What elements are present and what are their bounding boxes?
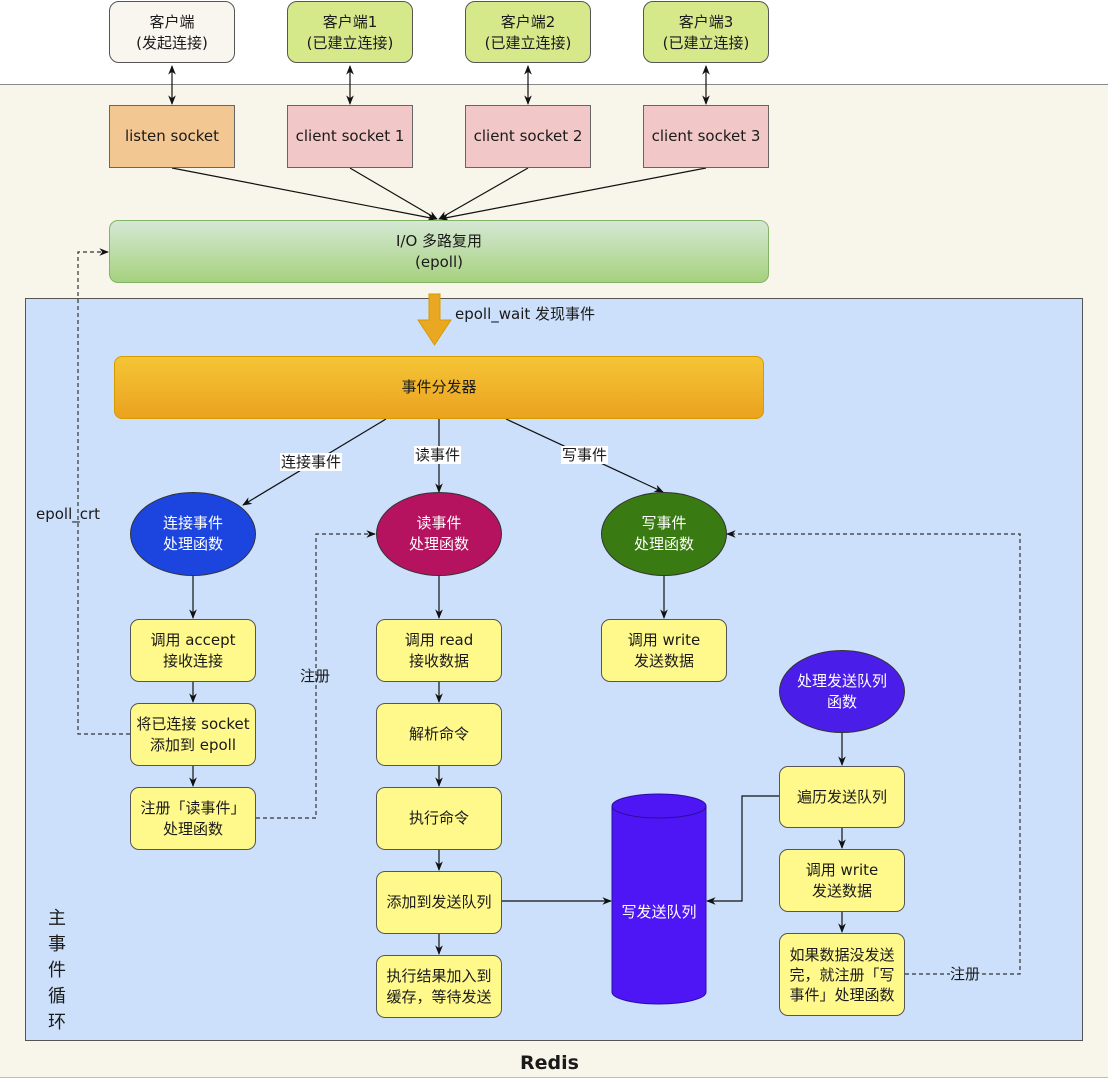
client-label: 客户端3 (678, 13, 734, 31)
client-socket-3: client socket 3 (643, 105, 769, 168)
link-register-read (256, 530, 376, 819)
client-status: (发起连接) (136, 34, 208, 52)
client-2: 客户端2 (已建立连接) (465, 1, 591, 63)
redis-label: Redis (520, 1052, 579, 1074)
step-register-write: 如果数据没发送 完，就注册「写 事件」处理函数 (779, 933, 905, 1016)
queue-store-label: 写发送队列 (621, 903, 697, 921)
client-1: 客户端1 (已建立连接) (287, 1, 413, 63)
edge-label-read-event: 读事件 (414, 446, 462, 464)
client-socket-2: client socket 2 (465, 105, 591, 168)
edge-label-register-write: 注册 (950, 965, 981, 983)
edge-label-epoll-ctl: epoll_crt (36, 505, 101, 523)
step-enqueue: 添加到发送队列 (376, 871, 502, 934)
link-sock1-epoll (349, 167, 438, 220)
link-sock3-epoll (439, 167, 707, 222)
step-queue-write: 调用 write 发送数据 (779, 849, 905, 912)
step-traverse-queue: 遍历发送队列 (779, 766, 905, 828)
edge-label-connect-event: 连接事件 (280, 453, 343, 471)
step-accept: 调用 accept 接收连接 (130, 619, 256, 682)
client-label: 客户端2 (500, 13, 556, 31)
step-write: 调用 write 发送数据 (601, 619, 727, 682)
step-register-read: 注册「读事件」 处理函数 (130, 787, 256, 850)
link-epoll-ctl (77, 248, 130, 735)
client-label: 客户端1 (322, 13, 378, 31)
epoll-wait-label: epoll_wait 发现事件 (455, 305, 596, 323)
send-queue-handler: 处理发送队列 函数 (779, 650, 905, 733)
event-dispatcher: 事件分发器 (114, 356, 764, 419)
io-multiplexer-epoll: I/O 多路复用 (epoll) (109, 220, 769, 283)
client-status: (已建立连接) (662, 34, 750, 52)
step-read: 调用 read 接收数据 (376, 619, 502, 682)
listen-socket: listen socket (109, 105, 235, 168)
epoll-wait-arrow (417, 293, 452, 346)
write-event-handler: 写事件 处理函数 (601, 492, 727, 576)
step-execute-command: 执行命令 (376, 787, 502, 850)
client-status: (已建立连接) (306, 34, 394, 52)
edge-label-write-event: 写事件 (561, 446, 609, 464)
client-3: 客户端3 (已建立连接) (643, 1, 769, 63)
main-event-loop-label: 主 事 件 循 环 (48, 908, 66, 1033)
link-traverse-queue (706, 795, 780, 905)
step-add-to-epoll: 将已连接 socket 添加到 epoll (130, 703, 256, 766)
client-status: (已建立连接) (484, 34, 572, 52)
client-socket-1: client socket 1 (287, 105, 413, 168)
read-event-handler: 读事件 处理函数 (376, 492, 502, 576)
connect-event-handler: 连接事件 处理函数 (130, 492, 256, 576)
client-initiating: 客户端 (发起连接) (109, 1, 235, 63)
step-parse-command: 解析命令 (376, 703, 502, 766)
client-label: 客户端 (149, 13, 195, 31)
link-sock2-epoll (438, 167, 529, 220)
queue-store-cylinder (611, 793, 707, 1005)
edge-label-register-read: 注册 (300, 667, 331, 685)
step-buffer-result: 执行结果加入到 缓存，等待发送 (376, 955, 502, 1018)
link-listen-epoll (171, 167, 437, 222)
